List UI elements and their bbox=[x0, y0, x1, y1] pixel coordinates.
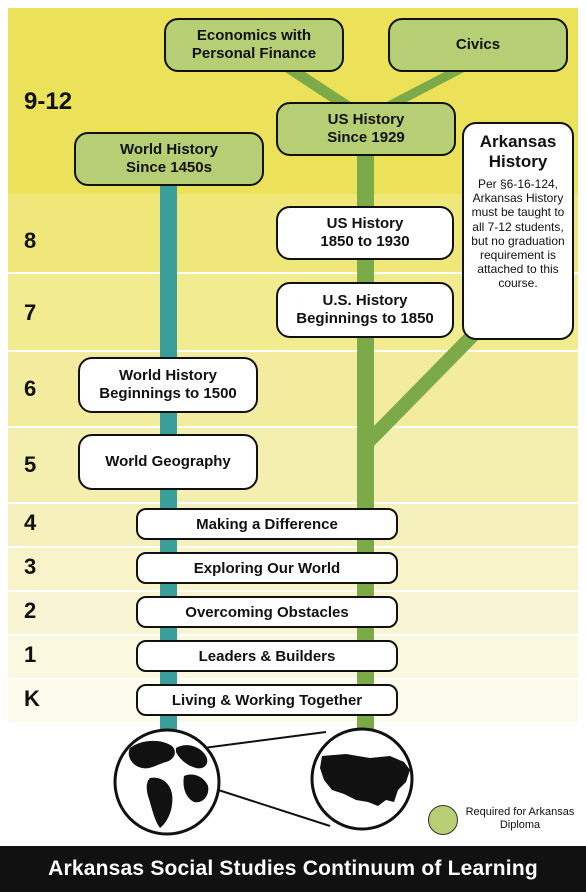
course-world-history-beginnings-1500: World History Beginnings to 1500 bbox=[78, 357, 258, 413]
course-us-history-since-1929: US History Since 1929 bbox=[276, 102, 456, 156]
grade-label-9-12: 9-12 bbox=[24, 88, 73, 115]
us-map-icon bbox=[310, 727, 414, 831]
course-us-history-beginnings-1850: U.S. History Beginnings to 1850 bbox=[276, 282, 454, 338]
arkansas-history-title: Arkansas History bbox=[479, 132, 557, 171]
course-us-history-1850-1930: US History 1850 to 1930 bbox=[276, 206, 454, 260]
grade-label-5: 5 bbox=[24, 452, 37, 477]
grade-label-4: 4 bbox=[24, 510, 37, 535]
arkansas-history-note: Per §6-16-124, Arkansas History must be … bbox=[471, 177, 565, 291]
course-economics: Economics with Personal Finance bbox=[164, 18, 344, 72]
course-civics: Civics bbox=[388, 18, 568, 72]
legend-required-swatch bbox=[428, 805, 458, 835]
course-making-a-difference: Making a Difference bbox=[136, 508, 398, 540]
grade-label-8: 8 bbox=[24, 228, 37, 253]
course-living-working-together: Living & Working Together bbox=[136, 684, 398, 716]
course-world-history-since-1450s: World History Since 1450s bbox=[74, 132, 264, 186]
course-overcoming-obstacles: Overcoming Obstacles bbox=[136, 596, 398, 628]
course-leaders-builders: Leaders & Builders bbox=[136, 640, 398, 672]
course-exploring-our-world: Exploring Our World bbox=[136, 552, 398, 584]
grade-label-k: K bbox=[24, 686, 40, 711]
grade-label-6: 6 bbox=[24, 376, 37, 401]
legend-required-label: Required for Arkansas Diploma bbox=[465, 806, 575, 831]
footer-title: Arkansas Social Studies Continuum of Lea… bbox=[0, 846, 586, 892]
grade-label-1: 1 bbox=[24, 642, 37, 667]
branch-arkansas-history bbox=[372, 320, 478, 448]
globe-icon bbox=[113, 728, 221, 836]
grade-label-3: 3 bbox=[24, 554, 37, 579]
arkansas-history-box: Arkansas History Per §6-16-124, Arkansas… bbox=[462, 122, 574, 340]
grade-label-2: 2 bbox=[24, 598, 37, 623]
grade-label-7: 7 bbox=[24, 300, 37, 325]
course-world-geography: World Geography bbox=[78, 434, 258, 490]
